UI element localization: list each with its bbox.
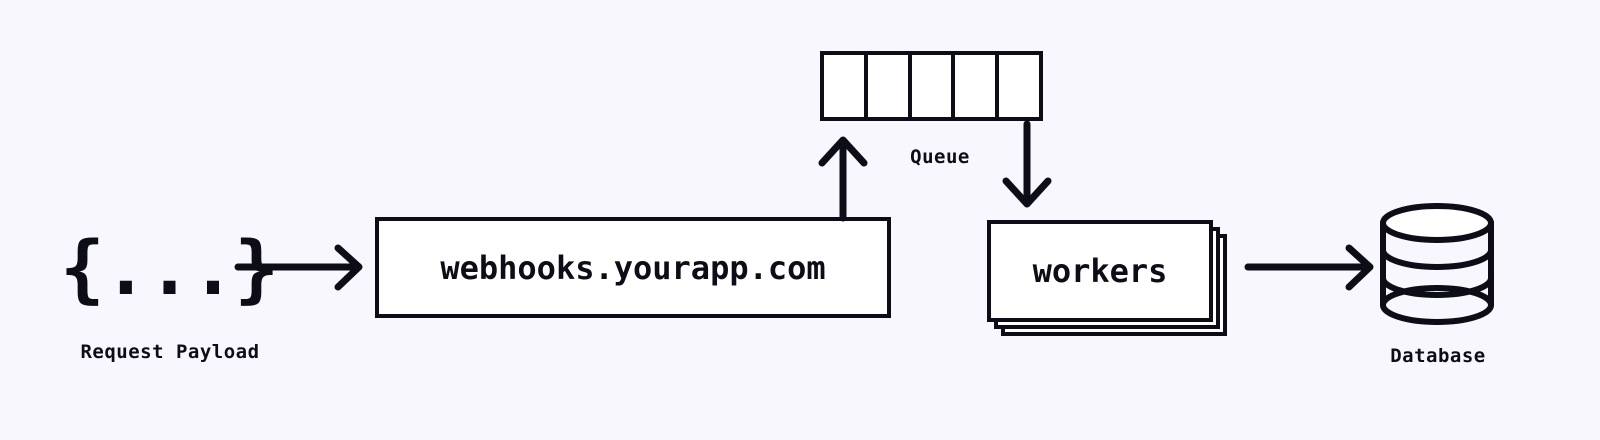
worker-stack-layer-front[interactable]: workers (987, 220, 1213, 322)
request-payload-label: Request Payload (80, 341, 260, 363)
queue-cell (912, 55, 956, 117)
queue-cell (824, 55, 868, 117)
database-cylinder-icon (1376, 203, 1498, 325)
queue-cell (999, 55, 1039, 117)
queue-cell (955, 55, 1000, 117)
arrow-queue-to-workers (1002, 120, 1052, 208)
queue-label: Queue (910, 146, 970, 168)
workers-label: workers (1032, 252, 1168, 290)
arrow-workers-to-database (1244, 244, 1374, 291)
webhook-endpoint-label: webhooks.yourapp.com (440, 248, 826, 287)
workers-stack[interactable]: workers (987, 220, 1231, 337)
arrow-endpoint-to-queue (818, 136, 868, 222)
queue-cell (868, 55, 912, 117)
request-payload-icon: {...} (60, 226, 279, 312)
webhook-endpoint-box[interactable]: webhooks.yourapp.com (375, 217, 891, 318)
queue-box[interactable] (820, 51, 1043, 121)
database-label: Database (1390, 345, 1486, 367)
